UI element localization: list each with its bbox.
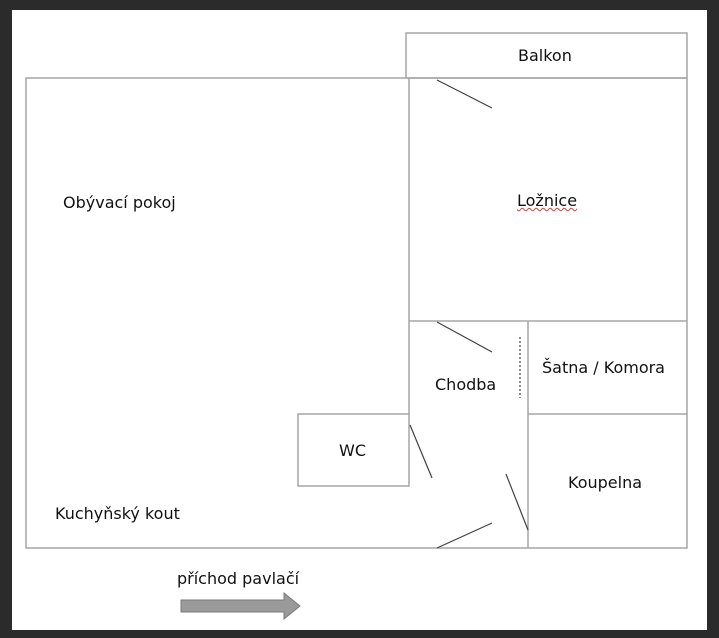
label-koupelna: Koupelna xyxy=(568,473,643,492)
label-wc: WC xyxy=(339,441,366,460)
door-balkon xyxy=(436,79,493,109)
label-kuchynsky-kout: Kuchyňský kout xyxy=(55,504,180,523)
label-satna: Šatna / Komora xyxy=(542,358,665,377)
door-wc xyxy=(409,424,433,479)
label-entrance: příchod pavlačí xyxy=(177,569,300,588)
door-entrance xyxy=(436,522,493,549)
label-chodba: Chodba xyxy=(435,375,497,394)
label-balkon: Balkon xyxy=(518,46,572,65)
floor-plan xyxy=(12,10,707,630)
label-loznice: Ložnice xyxy=(517,191,578,210)
entrance-arrow xyxy=(180,591,301,621)
apartment-outline xyxy=(25,77,688,549)
wc-room xyxy=(297,413,410,487)
label-obyvaci-pokoj: Obývací pokoj xyxy=(63,193,176,212)
door-koupelna xyxy=(505,473,529,531)
balkon-room xyxy=(405,32,688,79)
door-loznice xyxy=(436,321,493,353)
